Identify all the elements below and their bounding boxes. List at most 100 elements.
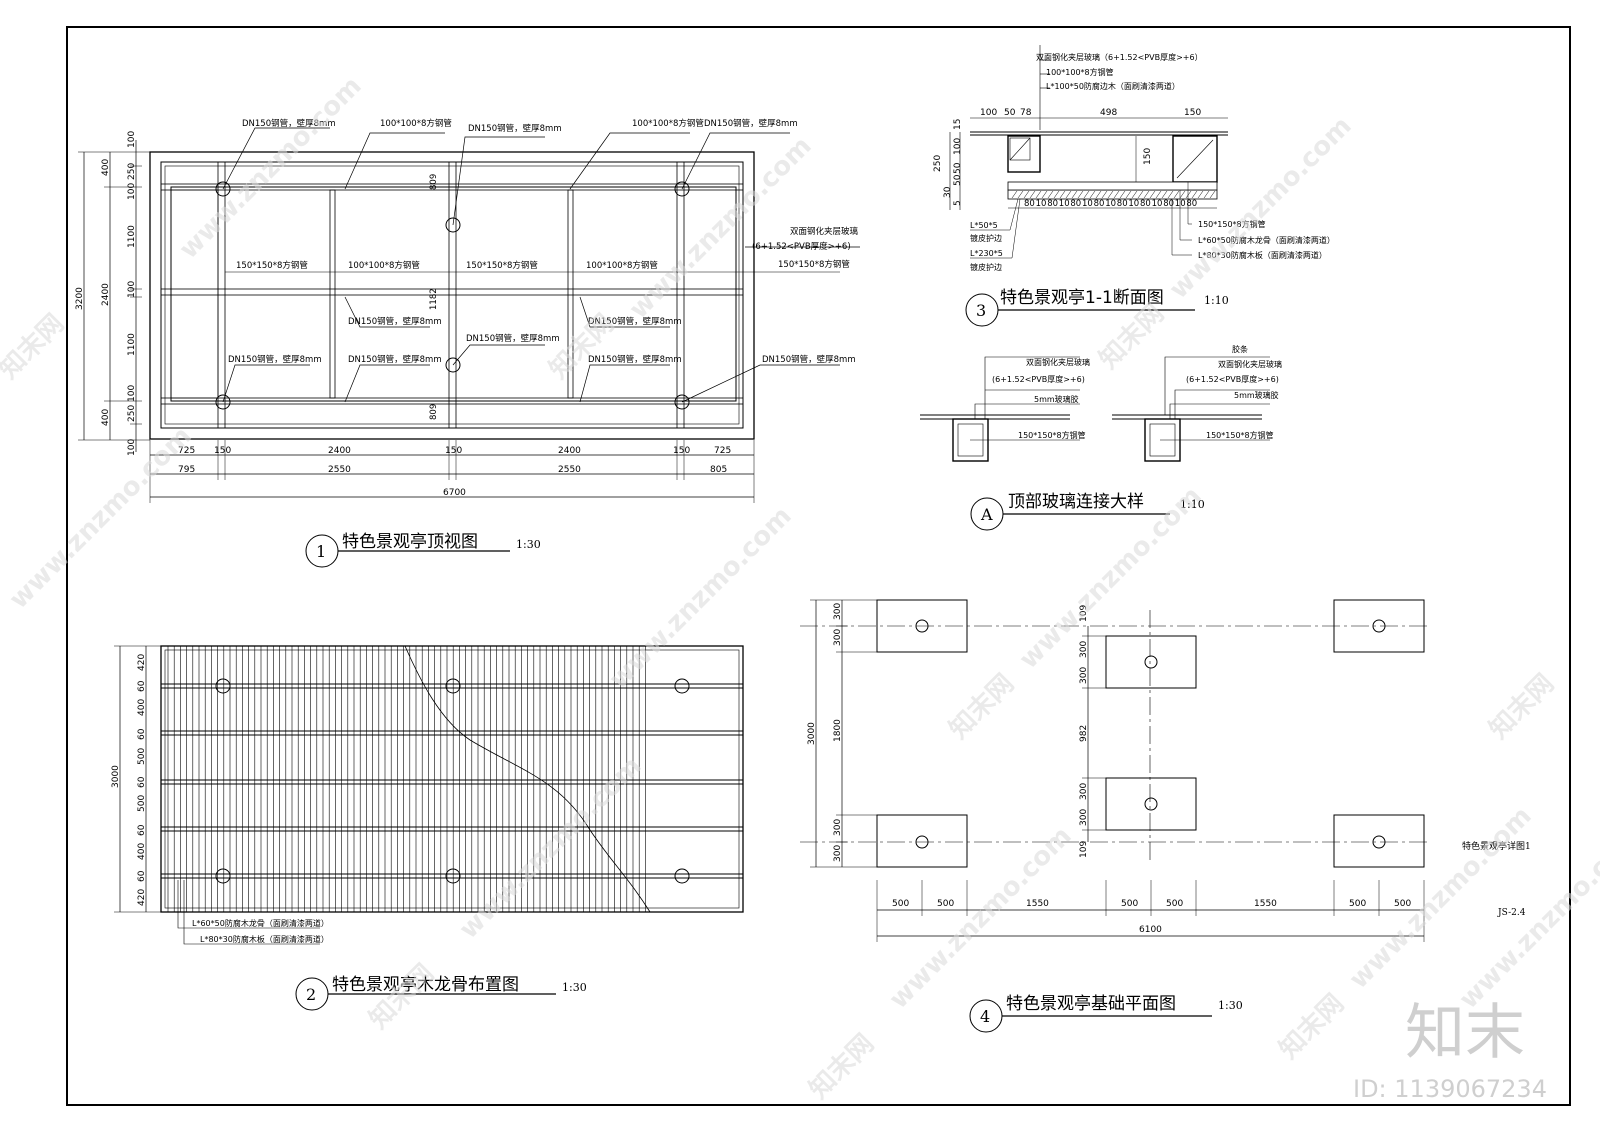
svg-text:150: 150 bbox=[1184, 108, 1201, 118]
svg-text:L*80*30防腐木板（面刷清漆两道）: L*80*30防腐木板（面刷清漆两道） bbox=[200, 934, 329, 944]
svg-text:1:10: 1:10 bbox=[1180, 498, 1205, 511]
svg-text:2400: 2400 bbox=[328, 446, 351, 456]
view-4-title: 4 特色景观亭基础平面图 1:30 bbox=[980, 994, 1243, 1026]
hatch-line bbox=[1071, 190, 1078, 199]
svg-text:250: 250 bbox=[127, 405, 137, 422]
svg-text:www.znzmo.com: www.znzmo.com bbox=[4, 421, 198, 615]
section-dim: 80 bbox=[1094, 199, 1105, 209]
view-2-dims: 3000 420 60 400 60 500 60 500 60 400 60 … bbox=[111, 654, 329, 944]
svg-text:DN150钢管，壁厚8mm: DN150钢管，壁厚8mm bbox=[228, 354, 322, 365]
svg-text:400: 400 bbox=[101, 159, 111, 176]
svg-text:3: 3 bbox=[976, 301, 986, 320]
svg-text:100*100*8方钢管: 100*100*8方钢管 bbox=[380, 118, 452, 129]
svg-text:300: 300 bbox=[1079, 783, 1089, 800]
sheet-frame bbox=[66, 26, 1571, 1106]
view-1-labels: DN150钢管，壁厚8mm 100*100*8方钢管 DN150钢管，壁厚8mm… bbox=[228, 118, 859, 420]
hatch-line bbox=[1125, 190, 1132, 199]
hatch-line bbox=[1077, 190, 1084, 199]
svg-text:2550: 2550 bbox=[558, 465, 581, 475]
svg-text:2: 2 bbox=[306, 985, 316, 1004]
svg-text:150*150*8方钢管: 150*150*8方钢管 bbox=[1198, 219, 1266, 229]
wood-slats bbox=[167, 646, 646, 912]
svg-text:1:30: 1:30 bbox=[516, 538, 541, 551]
svg-text:725: 725 bbox=[714, 446, 731, 456]
svg-text:特色景观亭顶视图: 特色景观亭顶视图 bbox=[342, 532, 478, 552]
svg-text:100*100*8方钢管: 100*100*8方钢管 bbox=[348, 260, 420, 271]
svg-text:4: 4 bbox=[980, 1007, 990, 1026]
hatch-line bbox=[1167, 190, 1174, 199]
svg-text:100*100*8方钢管: 100*100*8方钢管 bbox=[1046, 67, 1114, 77]
svg-text:1182: 1182 bbox=[429, 288, 439, 310]
svg-text:(6+1.52<PVB厚度>+6): (6+1.52<PVB厚度>+6) bbox=[1186, 374, 1279, 384]
svg-text:1550: 1550 bbox=[1026, 899, 1049, 909]
svg-text:A: A bbox=[980, 505, 993, 524]
svg-text:60: 60 bbox=[137, 824, 147, 836]
section-dim: 80 bbox=[1163, 199, 1174, 209]
hatch-line bbox=[1137, 190, 1144, 199]
svg-text:知末网: 知末网 bbox=[1484, 669, 1560, 745]
svg-text:500: 500 bbox=[892, 899, 909, 909]
svg-text:www.znzmo.com: www.znzmo.com bbox=[604, 501, 798, 695]
section-dim: 10 bbox=[1082, 199, 1093, 209]
svg-text:400: 400 bbox=[137, 699, 147, 716]
hatch-line bbox=[1203, 190, 1210, 199]
hatch-line bbox=[1155, 190, 1162, 199]
hatch-line bbox=[1113, 190, 1120, 199]
svg-text:DN150钢管，壁厚8mm: DN150钢管，壁厚8mm bbox=[242, 118, 336, 129]
svg-text:1:10: 1:10 bbox=[1204, 294, 1229, 307]
hatch-line bbox=[1101, 190, 1108, 199]
svg-text:1550: 1550 bbox=[1254, 899, 1277, 909]
svg-text:809: 809 bbox=[429, 174, 439, 190]
view-a-texts: 双面钢化夹层玻璃 (6+1.52<PVB厚度>+6) 5mm玻璃胶 150*15… bbox=[992, 344, 1282, 440]
view-2-keel-layout bbox=[114, 645, 744, 1011]
svg-text:L*230*5: L*230*5 bbox=[970, 249, 1003, 258]
svg-text:100: 100 bbox=[127, 183, 137, 200]
svg-text:500: 500 bbox=[137, 795, 147, 812]
svg-text:150*150*8方钢管: 150*150*8方钢管 bbox=[1206, 430, 1274, 440]
svg-text:3200: 3200 bbox=[75, 287, 85, 310]
svg-text:DN150钢管，壁厚8mm: DN150钢管，壁厚8mm bbox=[704, 118, 798, 129]
svg-text:双面钢化夹层玻璃（6+1.52<PVB厚度>+6）: 双面钢化夹层玻璃（6+1.52<PVB厚度>+6） bbox=[1036, 52, 1203, 62]
svg-text:500: 500 bbox=[1121, 899, 1138, 909]
view-1-dims: 3200 2400 100 400 250 100 1100 100 1100 … bbox=[75, 131, 731, 498]
hatch-line bbox=[1041, 190, 1048, 199]
svg-text:300: 300 bbox=[833, 603, 843, 620]
svg-text:顶部玻璃连接大样: 顶部玻璃连接大样 bbox=[1008, 492, 1144, 512]
hatch-line bbox=[1179, 190, 1186, 199]
svg-text:知末网: 知末网 bbox=[0, 309, 70, 385]
view-4-foundation bbox=[800, 599, 1430, 1033]
hatch-line bbox=[1089, 190, 1096, 199]
svg-text:DN150钢管，壁厚8mm: DN150钢管，壁厚8mm bbox=[588, 354, 682, 365]
svg-text:1800: 1800 bbox=[833, 719, 843, 742]
hatch-line bbox=[1173, 190, 1180, 199]
svg-text:498: 498 bbox=[1100, 108, 1117, 118]
svg-text:50: 50 bbox=[953, 162, 963, 174]
section-dim: 80 bbox=[1117, 199, 1128, 209]
svg-text:100*100*8方钢管: 100*100*8方钢管 bbox=[586, 260, 658, 271]
svg-text:5: 5 bbox=[953, 200, 963, 206]
svg-text:500: 500 bbox=[937, 899, 954, 909]
svg-text:400: 400 bbox=[101, 409, 111, 426]
svg-text:L*50*5: L*50*5 bbox=[970, 221, 998, 230]
hatch-line bbox=[1143, 190, 1150, 199]
section-dim: 10 bbox=[1152, 199, 1163, 209]
svg-text:300: 300 bbox=[833, 629, 843, 646]
section-dim: 80 bbox=[1140, 199, 1151, 209]
svg-text:150: 150 bbox=[445, 446, 462, 456]
svg-text:795: 795 bbox=[178, 465, 195, 475]
svg-text:78: 78 bbox=[1020, 108, 1032, 118]
svg-text:2550: 2550 bbox=[328, 465, 351, 475]
svg-text:L*60*50防腐木龙骨（面刷清漆两道）: L*60*50防腐木龙骨（面刷清漆两道） bbox=[192, 918, 329, 928]
hatch-line bbox=[1191, 190, 1198, 199]
svg-text:5mm玻璃胶: 5mm玻璃胶 bbox=[1234, 390, 1279, 400]
hatch-line bbox=[1185, 190, 1192, 199]
svg-text:500: 500 bbox=[1166, 899, 1183, 909]
svg-text:1:30: 1:30 bbox=[1218, 999, 1243, 1012]
hatch-line bbox=[1029, 190, 1036, 199]
svg-text:100: 100 bbox=[953, 138, 963, 155]
svg-text:1:30: 1:30 bbox=[562, 981, 587, 994]
svg-text:300: 300 bbox=[833, 819, 843, 836]
svg-text:150*150*8方钢管: 150*150*8方钢管 bbox=[1018, 430, 1086, 440]
svg-text:知末网: 知末网 bbox=[944, 669, 1020, 745]
svg-text:100: 100 bbox=[127, 439, 137, 456]
